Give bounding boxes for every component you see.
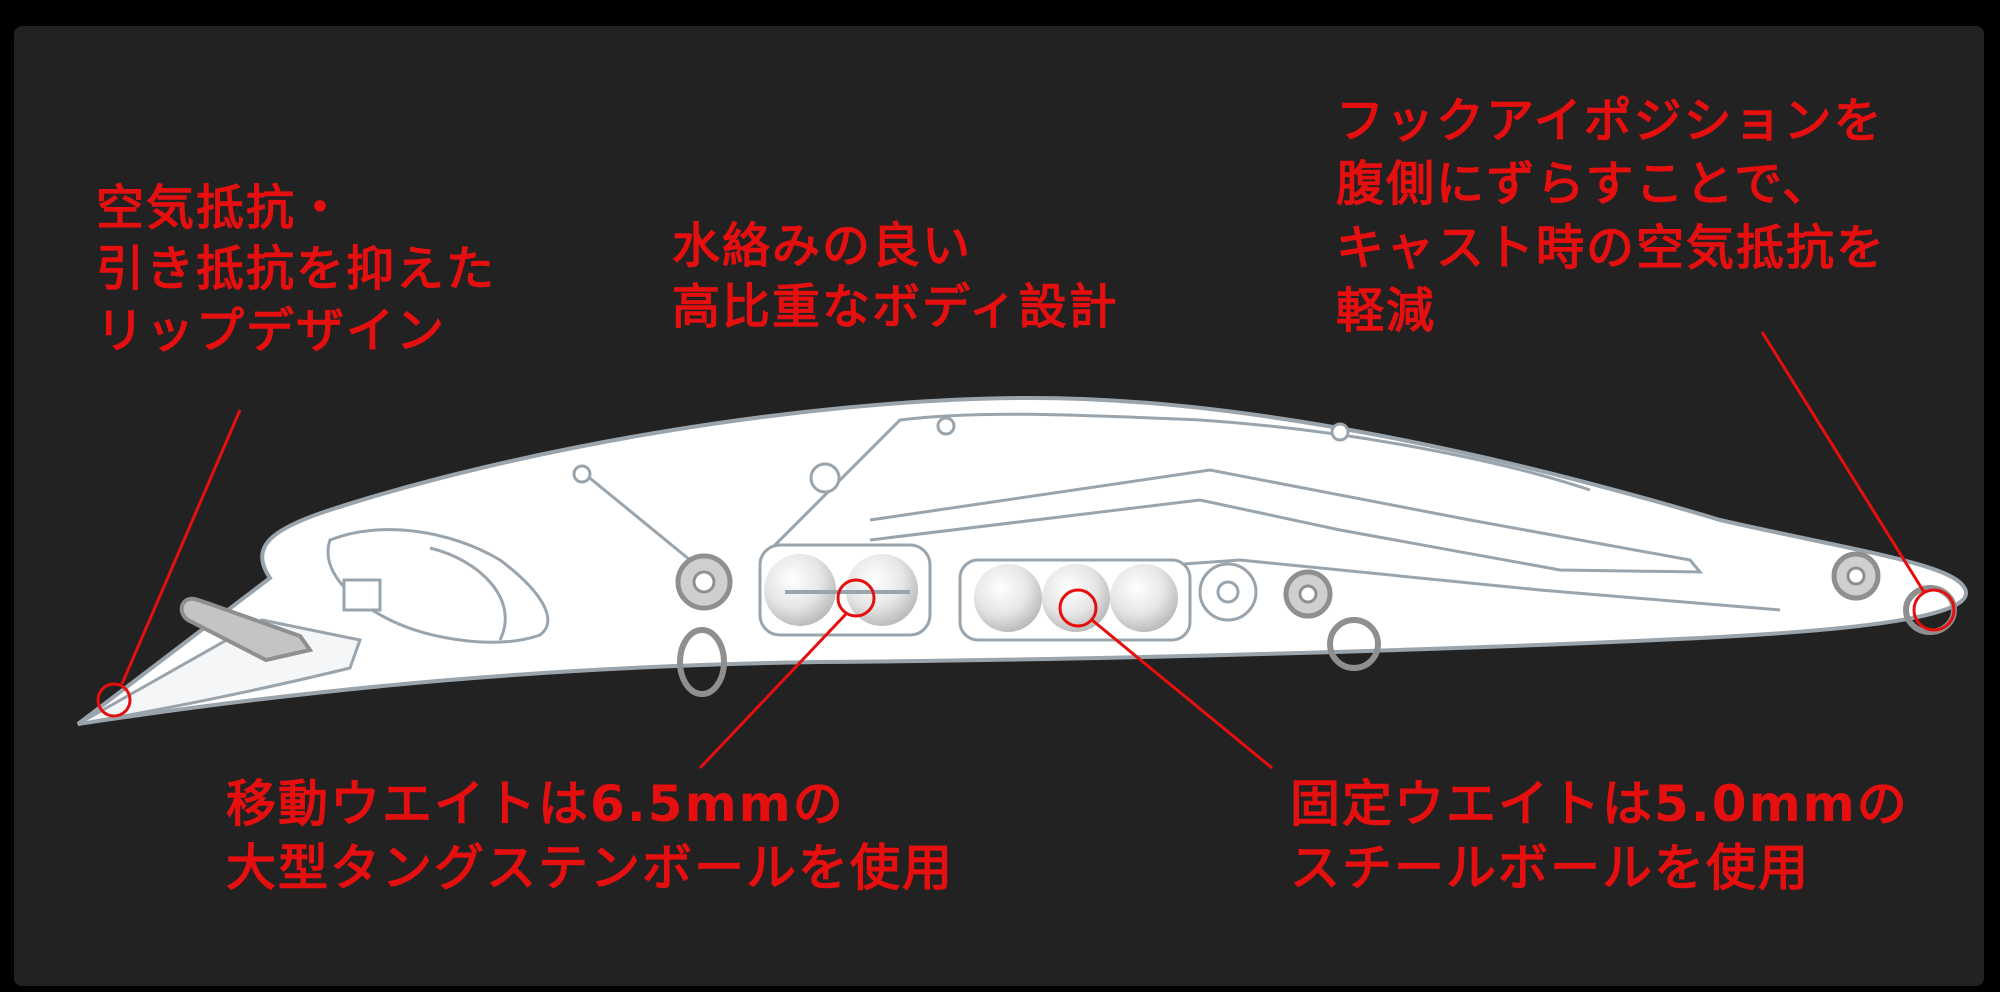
internal-hole-small	[936, 416, 956, 436]
fixed-weight-leader-line	[1091, 618, 1273, 770]
moving-weight-annotation-line: 移動ウエイトは6.5mmの	[226, 775, 845, 833]
lip-annotation-line: 引き抵抗を抑えた	[96, 241, 497, 298]
lip-marker	[96, 682, 132, 718]
fixed-weight-ball	[974, 564, 1042, 632]
fixed-weight-ball	[1042, 564, 1110, 632]
lip-annotation: 空気抵抗・ 引き抵抗を抑えた リップデザイン	[96, 178, 496, 362]
fixed-weight-annotation-line: スチールボールを使用	[1290, 839, 1810, 897]
moving-weight-annotation-line: 大型タングステンボールを使用	[226, 839, 954, 897]
body-annotation-line: 高比重なボディ設計	[672, 279, 1119, 336]
hook-eye-annotation-line: キャスト時の空気抵抗を	[1336, 219, 1887, 276]
body-annotation: 水絡みの良い 高比重なボディ設計	[672, 216, 1119, 339]
internal-hole	[809, 462, 841, 494]
head-block	[342, 578, 382, 612]
hook-eye-annotation-line: 軽減	[1336, 283, 1437, 340]
hook-eye-marker	[1912, 588, 1956, 632]
lip-annotation-line: リップデザイン	[96, 302, 447, 359]
hook-eye-annotation-line: 腹側にずらすことで、	[1336, 156, 1833, 213]
moving-weight-marker	[836, 578, 876, 618]
front-hook-eye	[675, 553, 733, 697]
internal-frame	[579, 412, 1704, 574]
moving-weight-leader-line	[698, 612, 848, 770]
internal-hole-small	[572, 464, 592, 484]
line-tie	[179, 596, 314, 663]
internal-hole-small	[1330, 422, 1350, 442]
belly-hook-eye	[1283, 569, 1381, 671]
fixed-weight-marker	[1058, 588, 1098, 628]
hook-eye-annotation-line: フックアイポジションを	[1336, 93, 1884, 149]
hook-eye-annotation: フックアイポジションを 腹側にずらすことで、 キャスト時の空気抵抗を 軽減	[1336, 90, 1886, 343]
body-annotation-line: 水絡みの良い	[672, 218, 973, 274]
lip-annotation-line: 空気抵抗・	[96, 180, 347, 236]
fixed-weight-ball	[1110, 564, 1178, 632]
lip-leader-line	[120, 409, 242, 685]
hook-eye-leader-line	[1760, 331, 1926, 593]
fixed-weight-annotation: 固定ウエイトは5.0mmの スチールボールを使用	[1290, 772, 1909, 900]
fixed-weight-annotation-line: 固定ウエイトは5.0mmの	[1290, 775, 1909, 833]
moving-weight-annotation: 移動ウエイトは6.5mmの 大型タングステンボールを使用	[226, 772, 954, 900]
head-gill-curve	[429, 546, 507, 641]
gear-circle-inner	[1216, 580, 1240, 604]
